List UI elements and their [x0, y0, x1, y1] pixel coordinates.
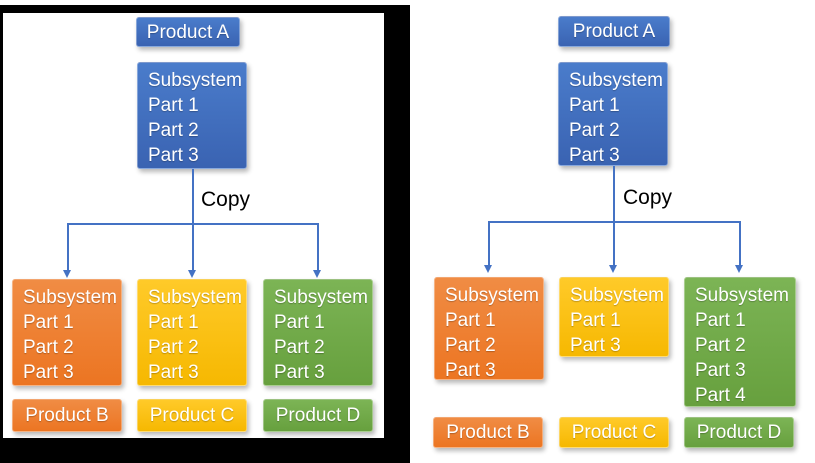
- subsystem-part: Part 1: [274, 312, 325, 333]
- subsystem-part: Part 2: [148, 337, 199, 358]
- left-product-d-box: Product D: [263, 399, 373, 432]
- left-product-c-box: Product C: [137, 399, 247, 432]
- left-source-subsystem-box: Subsystem Part 1 Part 2 Part 3: [137, 62, 247, 169]
- right-branch-subsystem-orange: Subsystem Part 1 Part 2 Part 3: [434, 277, 544, 381]
- subsystem-part: Part 2: [23, 337, 74, 358]
- subsystem-part: Part 1: [695, 310, 746, 331]
- right-branch-subsystem-green: Subsystem Part 1 Part 2 Part 3 Part 4: [684, 277, 796, 407]
- left-product-b-box: Product B: [12, 399, 122, 432]
- right-copy-label: Copy: [623, 186, 673, 209]
- left-branch-subsystem-yellow: Subsystem Part 1 Part 2 Part 3: [137, 279, 247, 386]
- subsystem-part: Part 3: [445, 360, 496, 381]
- left-branch-subsystem-green: Subsystem Part 1 Part 2 Part 3: [263, 279, 373, 386]
- subsystem-title: Subsystem: [148, 287, 242, 308]
- left-branch-subsystem-orange: Subsystem Part 1 Part 2 Part 3: [12, 279, 122, 386]
- subsystem-title: Subsystem: [274, 287, 368, 308]
- right-arrow-down-3: [735, 265, 743, 273]
- subsystem-part: Part 3: [23, 362, 74, 383]
- left-arrow-down-1: [63, 270, 71, 278]
- subsystem-part: Part 1: [148, 95, 199, 116]
- right-product-b-box: Product B: [433, 417, 543, 448]
- right-product-c-box: Product C: [559, 417, 669, 448]
- subsystem-part: Part 1: [445, 310, 496, 331]
- subsystem-part: Part 3: [274, 362, 325, 383]
- left-drop-line-1: [67, 223, 69, 271]
- subsystem-title: Subsystem: [23, 287, 117, 308]
- left-stem-line: [192, 169, 194, 224]
- right-source-subsystem-box: Subsystem Part 1 Part 2 Part 3: [558, 62, 668, 166]
- subsystem-part: Part 3: [695, 360, 746, 381]
- subsystem-part: Part 2: [695, 335, 746, 356]
- subsystem-title: Subsystem: [569, 70, 663, 91]
- left-product-a-box: Product A: [136, 17, 240, 47]
- subsystem-part: Part 3: [148, 145, 199, 166]
- subsystem-part: Part 1: [569, 95, 620, 116]
- subsystem-title: Subsystem: [148, 70, 242, 91]
- subsystem-part: Part 2: [274, 337, 325, 358]
- subsystem-part: Part 2: [148, 120, 199, 141]
- subsystem-part: Part 3: [569, 145, 620, 166]
- left-product-b-label: Product B: [25, 405, 109, 426]
- subsystem-part: Part 1: [23, 312, 74, 333]
- left-product-d-label: Product D: [275, 405, 361, 426]
- right-drop-line-2: [613, 221, 615, 266]
- subsystem-part: Part 3: [148, 362, 199, 383]
- right-product-d-box: Product D: [684, 417, 794, 448]
- left-arrow-down-3: [313, 270, 321, 278]
- left-product-a-label: Product A: [146, 21, 230, 43]
- right-product-a-box: Product A: [558, 16, 670, 47]
- left-drop-line-3: [317, 223, 319, 271]
- left-arrow-down-2: [188, 270, 196, 278]
- right-drop-line-3: [739, 221, 741, 266]
- subsystem-title: Subsystem: [445, 285, 539, 306]
- subsystem-part: Part 4: [695, 385, 746, 406]
- subsystem-part: Part 1: [148, 312, 199, 333]
- right-product-b-label: Product B: [446, 422, 530, 443]
- subsystem-part: Part 2: [445, 335, 496, 356]
- right-drop-line-1: [488, 221, 490, 266]
- left-drop-line-2: [192, 223, 194, 271]
- subsystem-part: Part 3: [570, 335, 621, 356]
- right-product-c-label: Product C: [571, 422, 657, 443]
- subsystem-part: Part 2: [569, 120, 620, 141]
- left-product-c-label: Product C: [149, 405, 235, 426]
- right-product-a-label: Product A: [572, 21, 656, 42]
- subsystem-title: Subsystem: [695, 285, 789, 306]
- subsystem-title: Subsystem: [570, 285, 664, 306]
- left-copy-label: Copy: [201, 188, 251, 211]
- right-stem-line: [613, 166, 615, 221]
- right-branch-subsystem-yellow: Subsystem Part 1 Part 3: [559, 277, 669, 357]
- right-product-d-label: Product D: [696, 422, 782, 443]
- right-arrow-down-2: [609, 265, 617, 273]
- right-arrow-down-1: [484, 265, 492, 273]
- subsystem-part: Part 1: [570, 310, 621, 331]
